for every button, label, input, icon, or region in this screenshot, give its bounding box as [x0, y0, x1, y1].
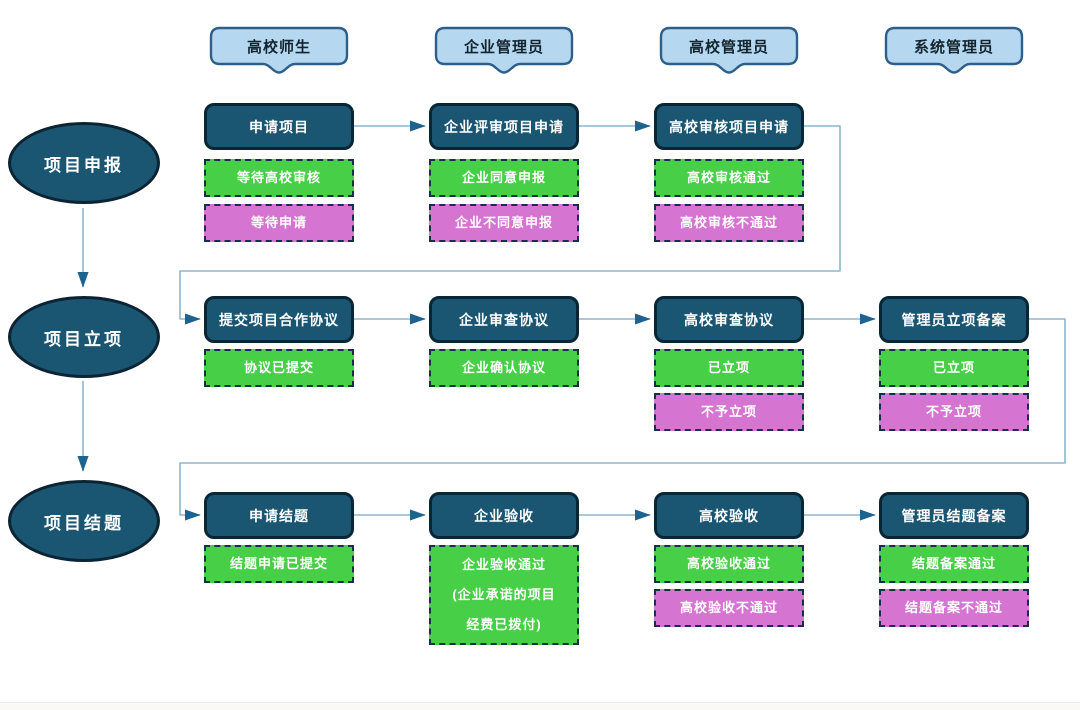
status-r2-c2-green: 企业确认协议	[429, 349, 579, 387]
banner-shape-icon	[434, 26, 574, 74]
status-r2-c4-magenta: 不予立项	[879, 393, 1029, 431]
process-r2-c3: 高校审查协议	[654, 296, 804, 343]
status-r2-c4-green: 已立项	[879, 349, 1029, 387]
lane-header-university-staff: 高校师生	[209, 26, 349, 76]
status-r3-c2-green: 企业验收通过 (企业承诺的项目 经费已拨付)	[429, 545, 579, 645]
phase-ellipse-project-conclusion: 项目结题	[8, 480, 160, 562]
lane-header-label: 系统管理员	[913, 38, 994, 56]
lane-header-university-admin: 高校管理员	[659, 26, 799, 76]
status-r1-c1-magenta: 等待申请	[204, 204, 354, 242]
process-r3-c4: 管理员结题备案	[879, 492, 1029, 539]
banner-shape-icon	[659, 26, 799, 74]
phase-ellipse-project-approval: 项目立项	[8, 296, 160, 378]
status-r2-c3-magenta: 不予立项	[654, 393, 804, 431]
status-r2-c3-green: 已立项	[654, 349, 804, 387]
process-r1-c1: 申请项目	[204, 103, 354, 150]
process-r2-c4: 管理员立项备案	[879, 296, 1029, 343]
lane-header-system-admin: 系统管理员	[884, 26, 1024, 76]
status-r2-c1-green: 协议已提交	[204, 349, 354, 387]
status-r3-c3-magenta: 高校验收不通过	[654, 589, 804, 627]
status-r3-c1-green: 结题申请已提交	[204, 545, 354, 583]
page-bottom-edge	[0, 702, 1080, 710]
process-r3-c1: 申请结题	[204, 492, 354, 539]
lane-header-label: 高校师生	[246, 38, 311, 56]
lane-header-label: 高校管理员	[688, 38, 769, 56]
banner-shape-icon	[209, 26, 349, 74]
banner-shape-icon	[884, 26, 1024, 74]
process-r3-c3: 高校验收	[654, 492, 804, 539]
status-r1-c1-green: 等待高校审核	[204, 159, 354, 197]
phase-ellipse-project-application: 项目申报	[8, 122, 160, 204]
status-r3-c4-magenta: 结题备案不通过	[879, 589, 1029, 627]
status-r3-c4-green: 结题备案通过	[879, 545, 1029, 583]
status-r1-c3-magenta: 高校审核不通过	[654, 204, 804, 242]
status-r1-c3-green: 高校审核通过	[654, 159, 804, 197]
process-r2-c2: 企业审查协议	[429, 296, 579, 343]
status-r1-c2-green: 企业同意申报	[429, 159, 579, 197]
status-r1-c2-magenta: 企业不同意申报	[429, 204, 579, 242]
status-r3-c3-green: 高校验收通过	[654, 545, 804, 583]
lane-header-label: 企业管理员	[463, 38, 544, 56]
process-r2-c1: 提交项目合作协议	[204, 296, 354, 343]
process-r3-c2: 企业验收	[429, 492, 579, 539]
process-r1-c2: 企业评审项目申请	[429, 103, 579, 150]
process-r1-c3: 高校审核项目申请	[654, 103, 804, 150]
lane-header-enterprise-admin: 企业管理员	[434, 26, 574, 76]
